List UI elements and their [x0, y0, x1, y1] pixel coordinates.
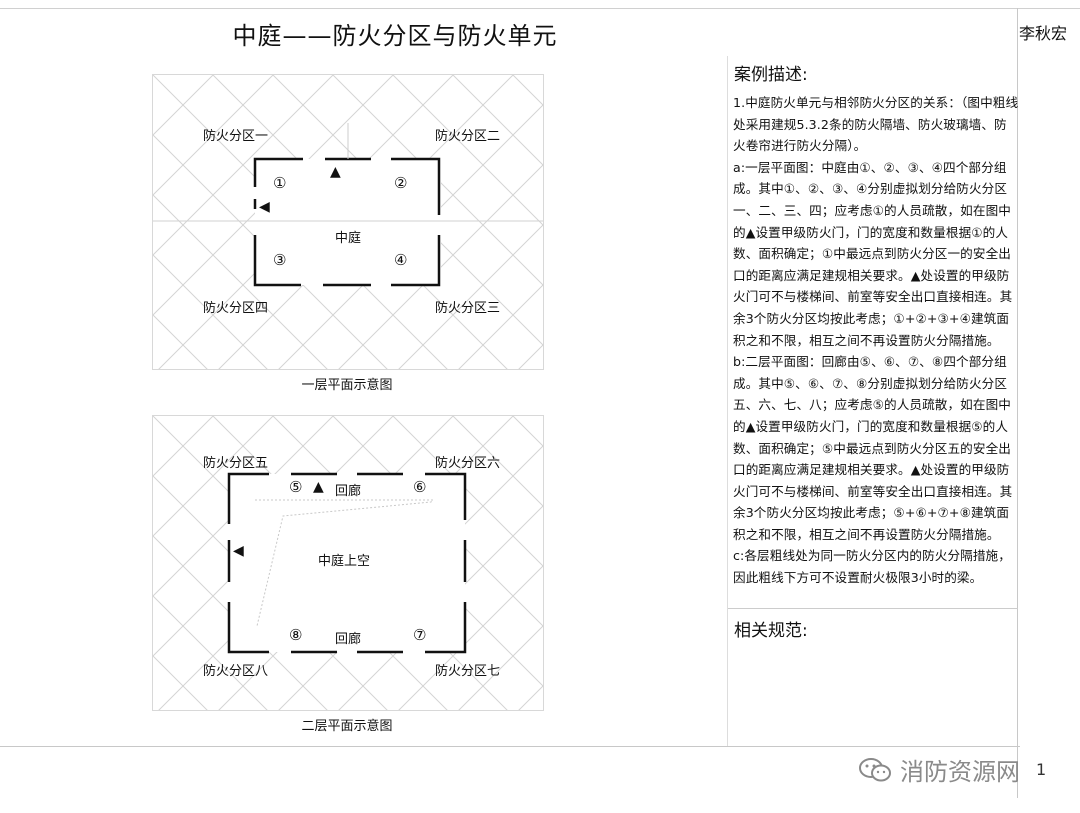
part-number: ⑥ — [413, 478, 427, 496]
zone-label: 防火分区二 — [435, 129, 501, 144]
fire-door-up-icon: ▲ — [313, 479, 324, 495]
watermark-text: 消防资源网 — [900, 758, 1020, 786]
zone-label: 防火分区六 — [435, 456, 501, 471]
page-number: 1 — [1036, 760, 1047, 779]
floor1-plan: 防火分区一 防火分区二 防火分区四 防火分区三 中庭 ① ② ③ ④ ▲ ◀ — [152, 74, 544, 370]
top-rule — [0, 8, 1080, 9]
corridor-label: 回廊 — [335, 632, 362, 647]
fire-door-left-icon: ◀ — [233, 543, 244, 559]
atrium-void-label: 中庭上空 — [318, 554, 371, 569]
part-number: ① — [273, 174, 287, 192]
norms-heading: 相关规范: — [734, 621, 808, 641]
atrium-label: 中庭 — [335, 231, 362, 246]
wechat-icon — [859, 757, 891, 781]
right-rule — [1017, 8, 1018, 798]
part-number: ⑤ — [289, 478, 303, 496]
case-paragraph: a:一层平面图：中庭由①、②、③、④四个部分组成。其中①、②、③、④分别虚拟划分… — [733, 159, 1013, 348]
author-name: 李秋宏 — [1019, 24, 1068, 43]
floor1-drawing — [153, 75, 543, 369]
zone-label: 防火分区三 — [435, 301, 501, 316]
case-description: 1.中庭防火单元与相邻防火分区的关系：（图中粗线处采用建规5.3.2条的防火隔墙… — [733, 92, 1019, 589]
floor1-caption: 一层平面示意图 — [301, 378, 393, 393]
bottom-rule — [0, 746, 1020, 747]
floor2-drawing — [153, 416, 543, 710]
case-heading: 案例描述: — [734, 65, 808, 85]
case-panel: 案例描述: 1.中庭防火单元与相邻防火分区的关系：（图中粗线处采用建规5.3.2… — [727, 56, 1018, 746]
zone-label: 防火分区四 — [203, 301, 269, 316]
part-number: ④ — [394, 251, 408, 269]
corridor-label: 回廊 — [335, 484, 362, 499]
part-number: ⑧ — [289, 626, 303, 644]
panel-divider — [728, 608, 1018, 609]
watermark: 消防资源网 — [858, 752, 1020, 787]
case-paragraph: b:二层平面图：回廊由⑤、⑥、⑦、⑧四个部分组成。其中⑤、⑥、⑦、⑧分别虚拟划分… — [733, 354, 1013, 542]
floor2-plan: 防火分区五 防火分区六 防火分区八 防火分区七 中庭上空 回廊 回廊 ⑤ ⑥ ⑦… — [152, 415, 544, 711]
zone-label: 防火分区八 — [203, 664, 269, 679]
case-paragraph: c:各层粗线处为同一防火分区内的防火分隔措施，因此粗线下方可不设置耐火极限3小时… — [733, 548, 1011, 586]
part-number: ⑦ — [413, 626, 427, 644]
part-number: ③ — [273, 251, 287, 269]
part-number: ② — [394, 174, 408, 192]
zone-label: 防火分区五 — [203, 456, 269, 471]
fire-door-up-icon: ▲ — [330, 164, 341, 180]
zone-label: 防火分区一 — [203, 129, 269, 144]
floor2-caption: 二层平面示意图 — [301, 719, 393, 734]
fire-door-left-icon: ◀ — [259, 199, 270, 215]
case-paragraph: 1.中庭防火单元与相邻防火分区的关系：（图中粗线处采用建规5.3.2条的防火隔墙… — [733, 95, 1019, 154]
page-title: 中庭——防火分区与防火单元 — [232, 22, 558, 50]
zone-label: 防火分区七 — [435, 664, 501, 679]
